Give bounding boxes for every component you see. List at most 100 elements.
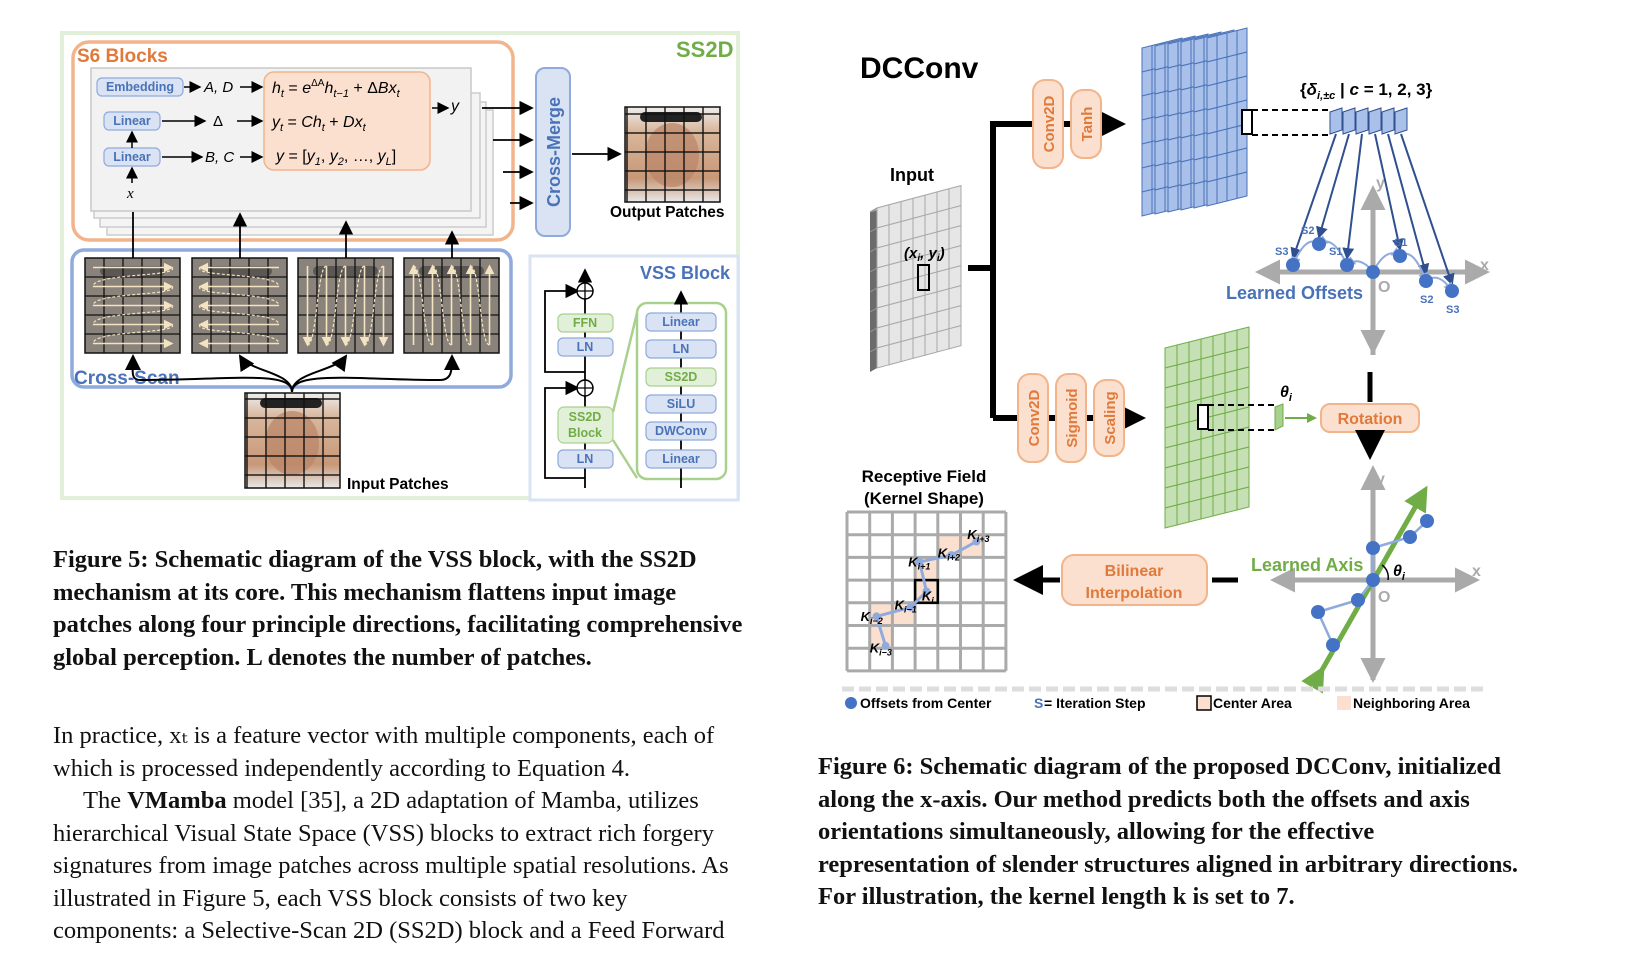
kernel-sample-point (922, 587, 931, 596)
legend-neighboring-label: Neighboring Area (1353, 695, 1470, 711)
legend-iteration-label: = Iteration Step (1044, 695, 1146, 711)
coord-label: (xi, yi) (904, 245, 945, 264)
right-ln: LN (645, 339, 717, 359)
svg-text:FFN: FFN (573, 316, 597, 330)
input-patches-label: Input Patches (347, 476, 449, 493)
kernel-point (1366, 573, 1380, 587)
svg-text:LN: LN (577, 452, 594, 466)
cross-scan-label: Cross-Scan (74, 368, 180, 389)
svg-text:Linear: Linear (662, 452, 700, 466)
step-label: S1 (1329, 246, 1342, 258)
center-pixel-marker (917, 264, 930, 291)
output-patches-label: Output Patches (610, 204, 725, 221)
input-patches-image (244, 392, 341, 489)
offset-arrow (1316, 133, 1350, 239)
angle-map-cell (1164, 344, 1178, 369)
step-label: S1 (1394, 237, 1407, 249)
ss2d-label: SS2D (676, 37, 733, 62)
linear-box-top: Linear (103, 111, 161, 131)
x-input-label: x (126, 186, 134, 202)
dcconv-title: DCConv (860, 52, 979, 85)
figure-6-caption-text: Figure 6: Schematic diagram of the propo… (818, 753, 1519, 910)
offset-cell (1355, 107, 1369, 135)
legend-neighboring-swatch (1337, 696, 1351, 710)
kernel-point (1326, 638, 1340, 652)
svg-text:Cross-Merge: Cross-Merge (544, 97, 564, 207)
kernel-point (1420, 514, 1434, 528)
ffn-box: FFN (557, 313, 614, 333)
svg-text:Bilinear: Bilinear (1105, 563, 1164, 580)
kernel-sample-point (881, 641, 890, 650)
receptive-field-title-2: (Kernel Shape) (864, 489, 984, 508)
svg-text:Rotation: Rotation (1338, 411, 1403, 428)
scan-patterns (84, 257, 500, 354)
svg-text:LN: LN (673, 342, 690, 356)
ln-box-top: LN (557, 337, 614, 357)
offset-point (1419, 274, 1433, 288)
offset-arrow (1342, 133, 1363, 260)
svg-text:Block: Block (568, 426, 602, 440)
origin-point (1366, 265, 1380, 279)
kernel-point (1351, 593, 1365, 607)
legend-offsets-swatch (845, 697, 857, 709)
ln-box-bottom: LN (557, 449, 614, 469)
embedding-box: Embedding (96, 77, 184, 97)
offset-cell (1368, 107, 1382, 135)
svg-text:Tanh: Tanh (1079, 107, 1096, 142)
scaling-box: Scaling (1093, 379, 1125, 457)
kernel-sample-point (972, 537, 981, 546)
figure-5-caption: Figure 5: Schematic diagram of the VSS b… (53, 544, 753, 674)
offset-feature-maps (1141, 27, 1248, 217)
svg-text:y: y (1376, 471, 1385, 488)
svg-text:y: y (1376, 175, 1385, 192)
bc-label: B, C (205, 149, 234, 166)
rotation-box: Rotation (1320, 403, 1420, 433)
ad-label: A, D (203, 79, 233, 96)
right-linear-top: Linear (645, 312, 717, 332)
offset-point (1445, 284, 1459, 298)
kernel-point (1366, 541, 1380, 555)
svg-text:Embedding: Embedding (106, 80, 174, 94)
svg-text:O: O (1378, 279, 1390, 296)
right-linear-bottom: Linear (645, 449, 717, 469)
figure-6-caption: Figure 6: Schematic diagram of the propo… (818, 751, 1523, 914)
svg-text:LN: LN (577, 340, 594, 354)
offset-point (1312, 237, 1326, 251)
kernel-label: Ki (922, 589, 934, 606)
cross-merge-box: Cross-Merge (535, 67, 571, 237)
figure-5-diagram: SS2D S6 Blocks Embedding Linear Linear x… (60, 31, 740, 502)
offset-vector-cells (1329, 107, 1408, 135)
svg-text:Conv2D: Conv2D (1041, 96, 1058, 153)
right-silu: SiLU (645, 394, 717, 414)
offset-arrow (1387, 133, 1430, 276)
kernel-sample-point (915, 557, 924, 566)
paragraph-1: In practice, xₜ is a feature vector with… (53, 722, 715, 782)
right-dwconv: DWConv (645, 421, 717, 441)
step-label: S2 (1301, 225, 1314, 237)
vmamba-term: VMamba (127, 787, 227, 814)
offset-arrow (1290, 133, 1337, 260)
svg-text:Linear: Linear (113, 150, 151, 164)
kernel-sample-point (947, 551, 956, 560)
linear-box-bottom: Linear (103, 147, 161, 167)
ssm-equations-box: ht = eΔAht−1 + ΔBxt yt = Cht + Dxt y = [… (263, 71, 431, 171)
svg-text:y = [y1, y2, …, yL]: y = [y1, y2, …, yL] (275, 148, 396, 168)
output-patches-image (624, 106, 721, 203)
angle-pixel-marker (1197, 404, 1209, 430)
theta-cell (1274, 403, 1284, 431)
body-paragraphs: In practice, xₜ is a feature vector with… (53, 720, 753, 948)
offset-point (1340, 258, 1354, 272)
kernel-point (1403, 530, 1417, 544)
learned-offsets-label: Learned Offsets (1226, 283, 1363, 303)
svg-text:Scaling: Scaling (1102, 391, 1119, 444)
offset-pixel-marker (1241, 109, 1253, 135)
kernel-label: Ki+3 (967, 527, 989, 544)
offset-arrow (1374, 133, 1404, 251)
figure-5-caption-text: Figure 5: Schematic diagram of the VSS b… (53, 546, 743, 671)
paragraph-2: The VMamba model [35], a 2D adaptation o… (53, 787, 729, 944)
delta-set-label: {δi,±c | c = 1, 2, 3} (1300, 80, 1433, 102)
legend-offsets-label: Offsets from Center (860, 695, 992, 711)
kernel-sample-point (906, 603, 915, 612)
svg-text:x: x (1472, 563, 1481, 580)
legend-center-swatch (1196, 695, 1212, 711)
